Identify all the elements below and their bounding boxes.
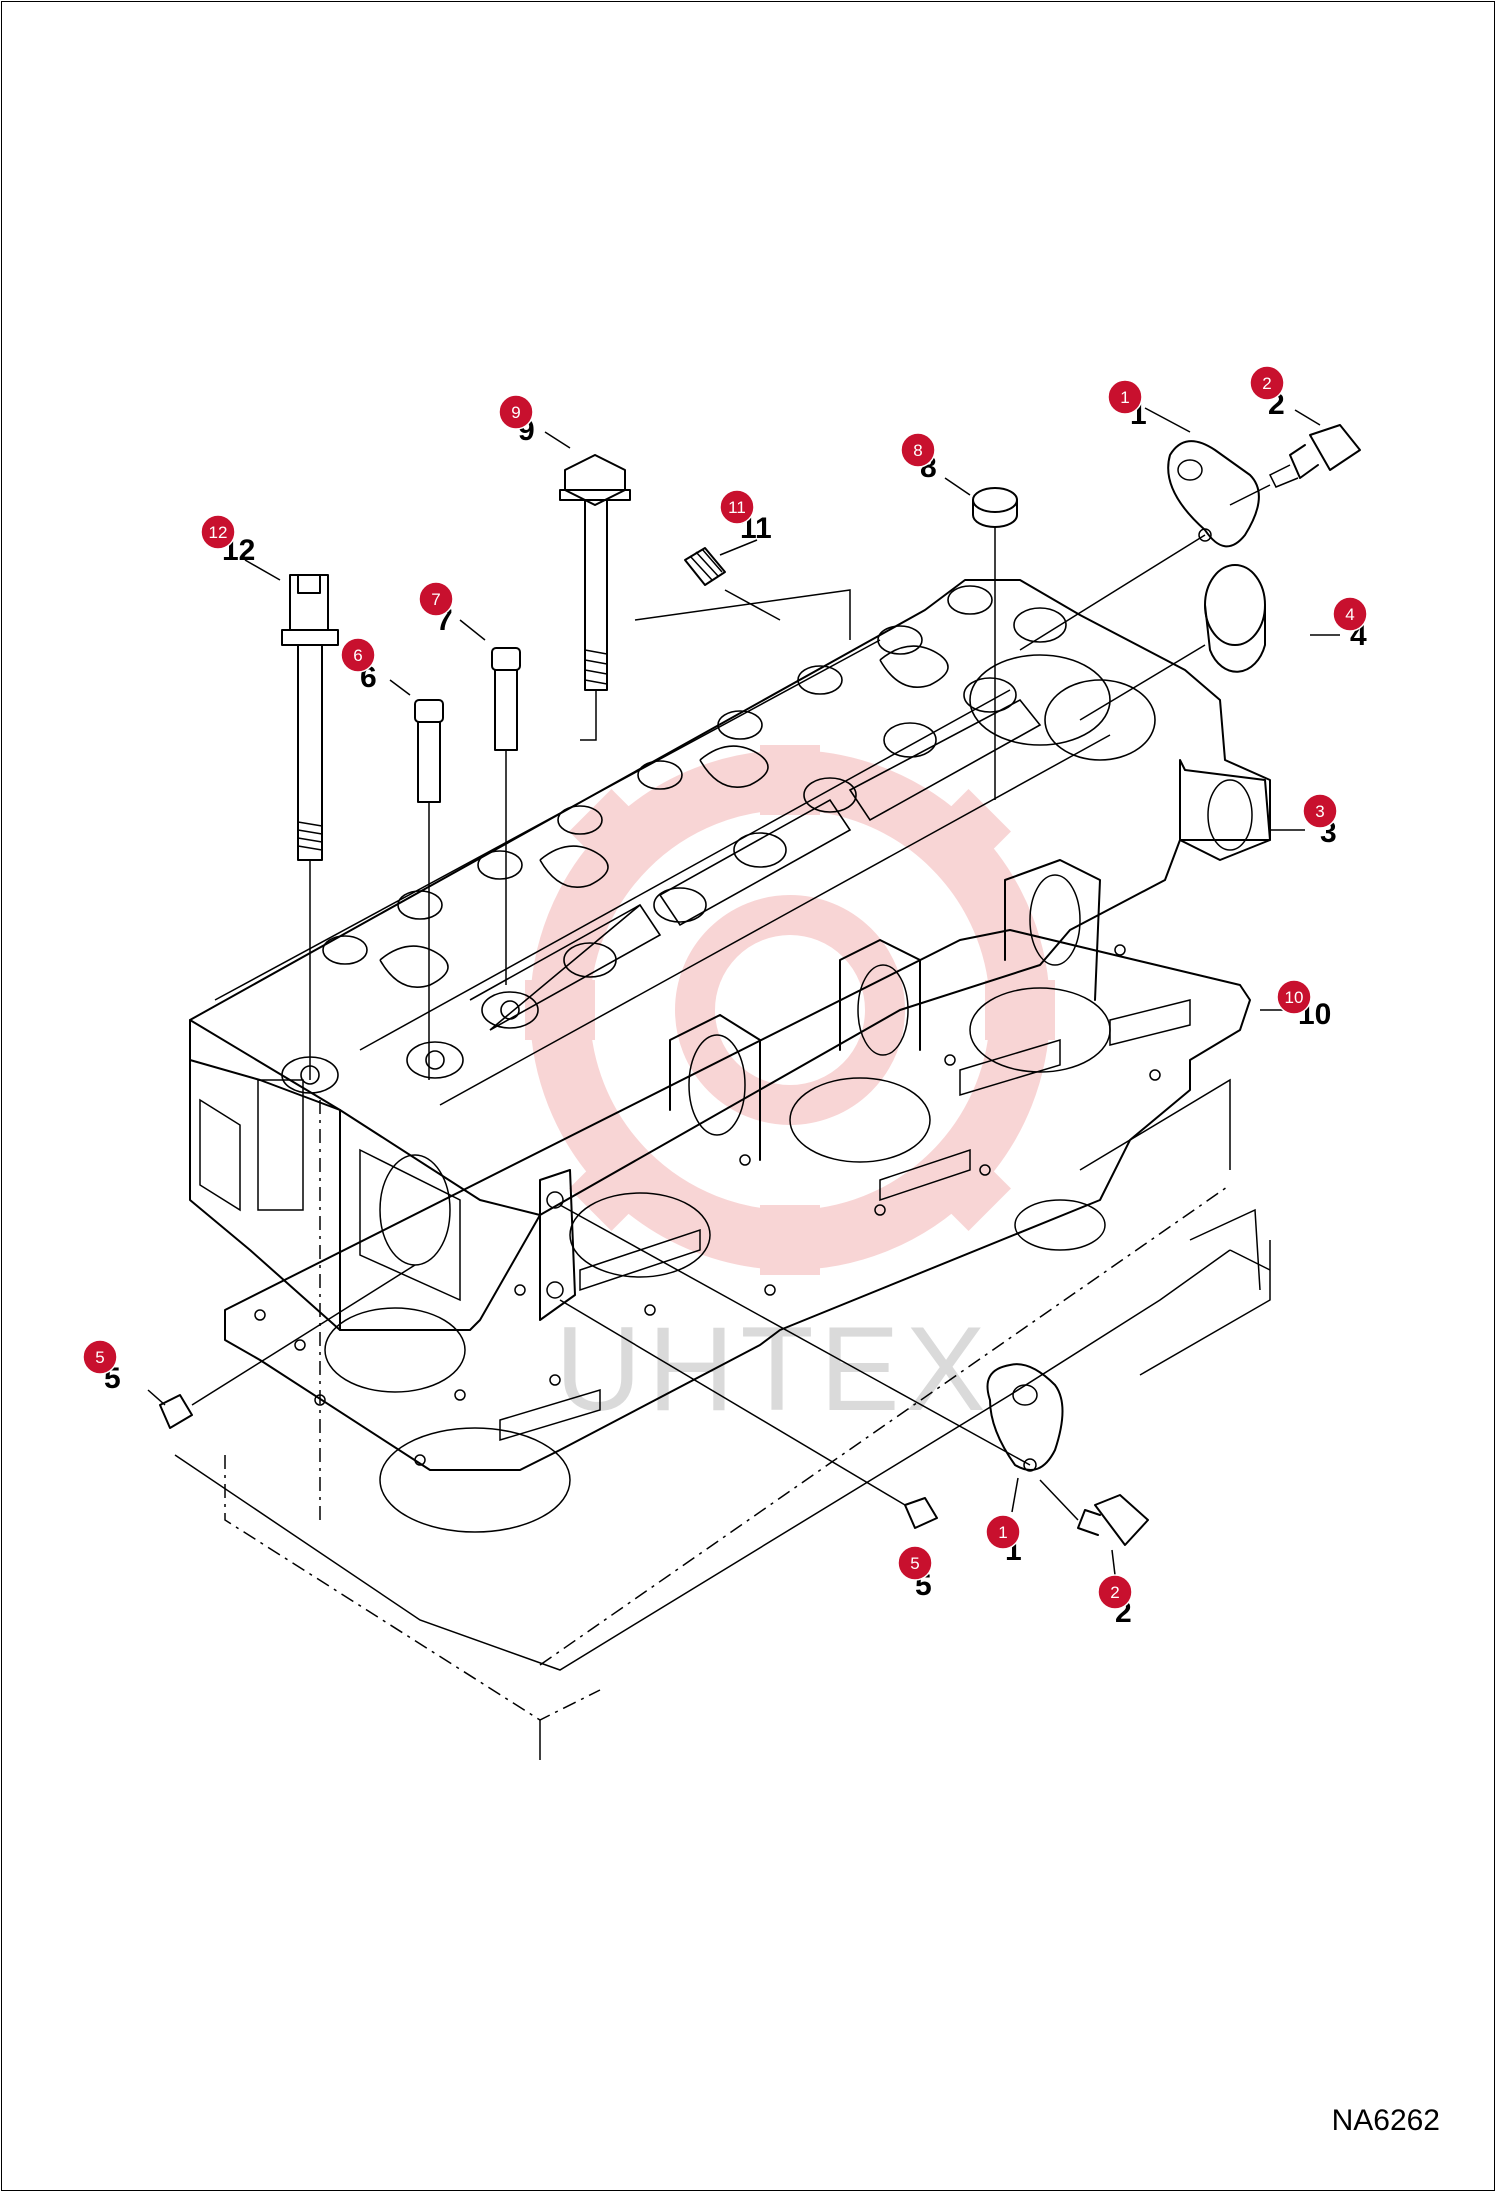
dowel-6 [414,699,444,1080]
svg-text:8: 8 [913,441,922,460]
callout-badge-5[interactable]: 5 [82,1339,118,1375]
plug-8 [972,487,1018,800]
watermark-text: UHTEX [555,1302,992,1436]
callout-badge-7[interactable]: 7 [418,581,454,617]
head-gasket [224,929,1251,1471]
callout-badge-4[interactable]: 4 [1332,596,1368,632]
svg-text:2: 2 [1262,374,1271,393]
callout-badge-10[interactable]: 10 [1276,979,1312,1015]
callout-badges: 1 2 3 4 5 5 6 7 8 9 10 1 [82,365,1368,1610]
callout-badge-1[interactable]: 1 [1107,379,1143,415]
callout-badge-3[interactable]: 3 [1302,793,1338,829]
svg-text:6: 6 [353,646,362,665]
callout-badge-2[interactable]: 2 [1249,365,1285,401]
callout-badge-2[interactable]: 2 [1097,1574,1133,1610]
svg-text:7: 7 [431,590,440,609]
eye-bracket-1-upper [1019,440,1260,651]
dowel-7 [491,647,521,985]
svg-text:2: 2 [1110,1583,1119,1602]
svg-text:4: 4 [1345,605,1354,624]
banjo-bolt-2-lower [1039,1479,1149,1546]
svg-text:5: 5 [95,1348,104,1367]
callout-badge-12[interactable]: 12 [200,514,236,550]
plug-5-left [159,1264,416,1429]
callout-badge-8[interactable]: 8 [900,432,936,468]
svg-text:11: 11 [728,498,746,517]
diagram-code: NA6262 [1331,2104,1440,2137]
svg-text:5: 5 [910,1554,919,1573]
svg-text:12: 12 [209,523,228,542]
svg-text:1: 1 [1120,388,1129,407]
plug-11 [634,547,851,640]
plug-5-right [559,1299,938,1529]
svg-text:10: 10 [1285,988,1304,1007]
callout-badge-5[interactable]: 5 [897,1545,933,1581]
eye-bracket-1-lower [559,1204,1064,1472]
callout-badge-11[interactable]: 11 [719,489,755,525]
callout-badge-6[interactable]: 6 [340,637,376,673]
callout-badge-9[interactable]: 9 [498,394,534,430]
cap-4 [1079,564,1266,721]
svg-text:9: 9 [511,403,520,422]
svg-text:1: 1 [998,1523,1007,1542]
bolt-9 [559,454,631,741]
callout-badge-1[interactable]: 1 [985,1514,1021,1550]
banjo-bolt-2-upper [1229,424,1361,506]
svg-text:3: 3 [1315,802,1324,821]
watermark-gear-icon [525,745,1055,1275]
engine-block-outline [174,1078,1271,1760]
bolt-12 [281,574,339,1080]
